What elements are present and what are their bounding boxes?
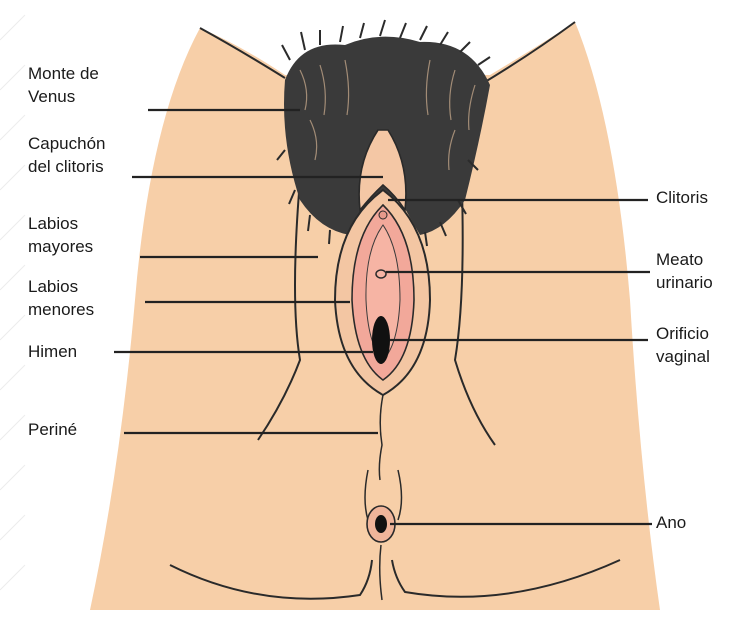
label-ano: Ano xyxy=(656,511,686,534)
label-perine: Periné xyxy=(28,418,77,441)
label-labios-mayores: Labios mayores xyxy=(28,212,93,258)
label-labios-menores: Labios menores xyxy=(28,275,94,321)
label-himen: Himen xyxy=(28,340,77,363)
label-monte-de-venus: Monte de Venus xyxy=(28,62,99,108)
background-hatch xyxy=(0,15,25,590)
anus-inner xyxy=(375,515,387,533)
label-clitoris: Clitoris xyxy=(656,186,708,209)
label-capuchon-del-clitoris: Capuchón del clitoris xyxy=(28,132,106,178)
clitoris-mark xyxy=(379,211,387,219)
label-meato-urinario: Meato urinario xyxy=(656,248,713,294)
label-orificio-vaginal: Orificio vaginal xyxy=(656,322,710,368)
vaginal-opening xyxy=(372,316,390,364)
